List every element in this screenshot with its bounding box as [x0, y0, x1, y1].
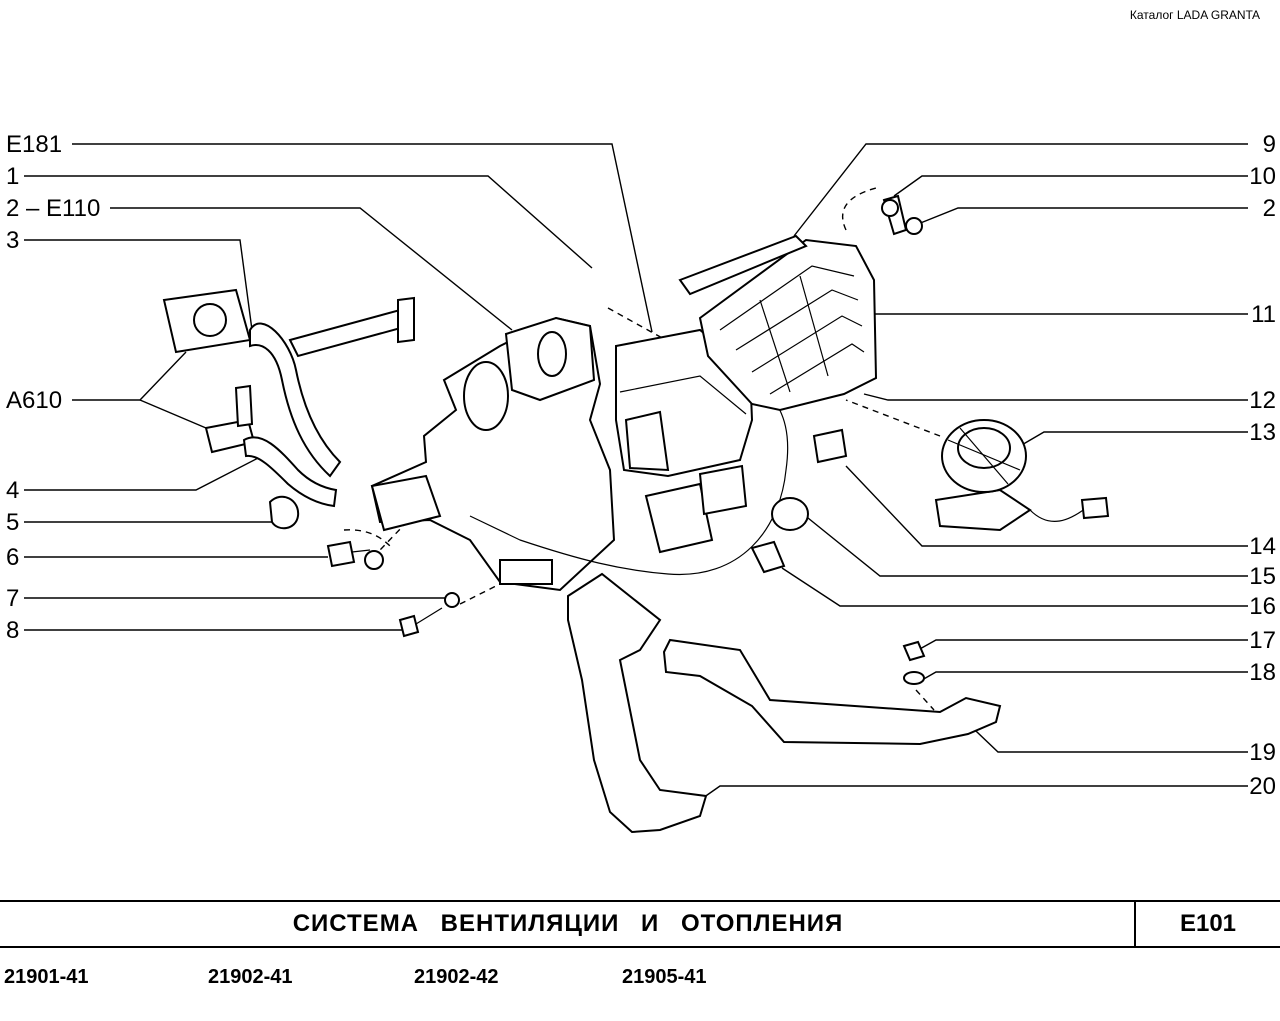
- callout-9: 9: [1263, 131, 1276, 158]
- callout-8: 8: [6, 617, 19, 644]
- callout-labels-left: E181 1 2 – E110 3 A610 4 5 6 7 8: [6, 131, 100, 644]
- callout-3: 3: [6, 227, 19, 254]
- model-code: 21905-41: [622, 966, 707, 988]
- callout-7: 7: [6, 585, 19, 612]
- callout-1: 1: [6, 163, 19, 190]
- rear-floor-duct: [662, 638, 1002, 746]
- title-divider: [1134, 902, 1136, 946]
- callout-2-right: 2: [1263, 195, 1276, 222]
- blower-motor: [934, 419, 1110, 532]
- nut-and-washer: [902, 640, 926, 685]
- callout-17: 17: [1249, 627, 1276, 654]
- callout-11: 11: [1251, 301, 1276, 328]
- title-block: СИСТЕМА ВЕНТИЛЯЦИИ И ОТОПЛЕНИЯ E101: [0, 900, 1280, 948]
- heater-hoses: [242, 322, 342, 508]
- callout-e181: E181: [6, 131, 62, 158]
- callout-18: 18: [1249, 659, 1276, 686]
- model-code: 21902-42: [414, 966, 499, 988]
- callout-10: 10: [1249, 163, 1276, 190]
- front-floor-duct: [567, 572, 708, 834]
- section-code: E101: [1179, 910, 1237, 937]
- callout-13: 13: [1249, 419, 1276, 446]
- fasteners-left: [268, 495, 460, 638]
- catalog-header: Каталог LADA GRANTA: [1129, 8, 1260, 22]
- exploded-parts-diagram: E181 1 2 – E110 3 A610 4 5 6 7 8 9 10 2 …: [6, 131, 1276, 834]
- recirculation-housing: [678, 234, 878, 412]
- callout-12: 12: [1249, 387, 1276, 414]
- callout-14: 14: [1249, 533, 1276, 560]
- callout-labels-right: 9 10 2 11 12 13 14 15 16 17 18 19 20: [1249, 131, 1276, 800]
- small-parts-right: [750, 428, 848, 574]
- callout-4: 4: [6, 477, 19, 504]
- model-code: 21901-41: [4, 966, 89, 988]
- model-code: 21902-41: [208, 966, 293, 988]
- leader-lines-left: [24, 143, 653, 631]
- heater-housing: [370, 316, 616, 592]
- callout-20: 20: [1249, 773, 1276, 800]
- callout-16: 16: [1249, 593, 1276, 620]
- model-list: 21901-41 21902-41 21902-42 21905-41: [0, 966, 1280, 992]
- callout-5: 5: [6, 509, 19, 536]
- callout-6: 6: [6, 544, 19, 571]
- callout-15: 15: [1249, 563, 1276, 590]
- callout-19: 19: [1249, 739, 1276, 766]
- fasteners-top-right: [881, 194, 923, 236]
- section-title: СИСТЕМА ВЕНТИЛЯЦИИ И ОТОПЛЕНИЯ: [292, 910, 844, 937]
- callout-2-e110: 2 – E110: [6, 195, 100, 222]
- callout-a610: A610: [6, 387, 62, 414]
